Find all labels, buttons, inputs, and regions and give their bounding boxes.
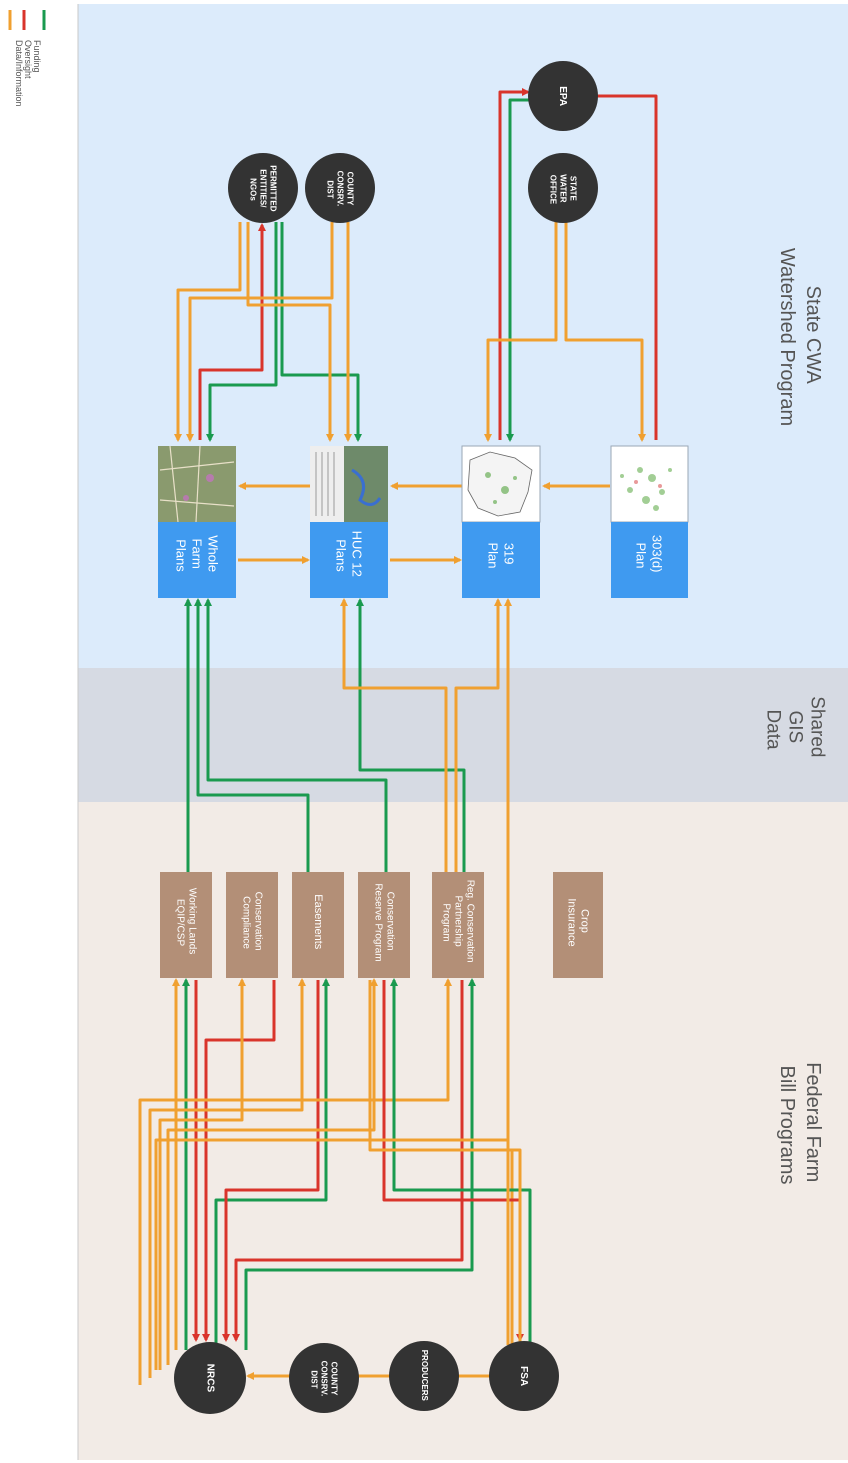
node-permitted-line3: NGOs bbox=[249, 178, 258, 201]
node-fsa[interactable]: FSA bbox=[489, 1341, 559, 1411]
svg-text:Easements: Easements bbox=[312, 894, 324, 950]
plan-303d-map bbox=[611, 446, 688, 522]
program-crop-line2: Insurance bbox=[566, 898, 578, 946]
svg-text:319 Plan: 319 Plan bbox=[486, 542, 517, 568]
node-fsa-line1: FSA bbox=[519, 1366, 530, 1386]
node-swo-line3: OFFICE bbox=[549, 175, 558, 205]
plan-319-line2: Plan bbox=[486, 542, 501, 568]
node-permitted-entities[interactable]: PERMITTED ENTITIES/ NGOs bbox=[228, 153, 298, 223]
node-county-bottom-line2: CONSRV. bbox=[320, 1361, 329, 1397]
plan-303d-line2: Plan bbox=[634, 542, 649, 568]
plan-huc12-line1: HUC 12 bbox=[350, 531, 365, 577]
node-county-bottom-line3: DIST bbox=[310, 1370, 319, 1388]
svg-text:PRODUCERS: PRODUCERS bbox=[420, 1350, 429, 1402]
node-permitted-line2: ENTITIES/ bbox=[259, 169, 268, 208]
svg-text:EPA: EPA bbox=[558, 86, 569, 106]
legend: Funding Oversight Data/Information bbox=[10, 10, 44, 107]
node-producers-line1: PRODUCERS bbox=[420, 1350, 429, 1402]
plan-319-line1: 319 bbox=[502, 543, 517, 565]
node-producers[interactable]: PRODUCERS bbox=[389, 1341, 459, 1411]
region-title-state-line1: State CWA bbox=[802, 286, 824, 385]
program-crp[interactable]: Conservation Reserve Program bbox=[358, 872, 410, 978]
svg-text:NRCS: NRCS bbox=[205, 1364, 216, 1393]
node-county-bottom[interactable]: COUNTY CONSRV. DIST bbox=[289, 1343, 359, 1413]
node-state-water-office[interactable]: STATE WATER OFFICE bbox=[528, 153, 598, 223]
program-crop-insurance[interactable]: Crop Insurance bbox=[553, 872, 603, 978]
region-title-federal-line1: Federal Farm bbox=[802, 1062, 824, 1182]
node-county-top-line1: COUNTY bbox=[346, 172, 355, 206]
node-epa-line1: EPA bbox=[558, 86, 569, 106]
node-swo-line2: WATER bbox=[559, 174, 568, 203]
node-epa[interactable]: EPA bbox=[528, 61, 598, 131]
program-crop-line1: Crop bbox=[579, 909, 591, 933]
region-title-gis-line3: Data bbox=[763, 709, 784, 750]
node-swo-line1: STATE bbox=[569, 176, 578, 202]
plan-303d[interactable]: 303(d) Plan bbox=[611, 446, 688, 598]
program-working-line2: EQIP/CSP bbox=[175, 899, 186, 947]
plan-whole-farm-line3: Plans bbox=[174, 539, 189, 572]
node-county-top[interactable]: COUNTY CONSRV. DIST bbox=[305, 153, 375, 223]
node-nrcs[interactable]: NRCS bbox=[174, 1342, 246, 1414]
program-crp-line2: Reserve Program bbox=[373, 883, 384, 961]
program-rcpp[interactable]: Reg. Conservation Partnership Program bbox=[432, 872, 484, 978]
svg-text:Conservation Compliance: Conservation Compliance bbox=[241, 892, 264, 954]
program-compliance-line1: Conservation bbox=[253, 892, 264, 951]
node-permitted-line1: PERMITTED bbox=[269, 165, 278, 211]
svg-text:Whole Farm Plans: Whole Farm Plans bbox=[174, 535, 221, 575]
node-nrcs-line1: NRCS bbox=[205, 1364, 216, 1393]
node-county-bottom-line1: COUNTY bbox=[330, 1362, 339, 1396]
program-compliance[interactable]: Conservation Compliance bbox=[226, 872, 278, 978]
program-compliance-line2: Compliance bbox=[241, 896, 252, 949]
svg-text:STATE WATER OFFICE: STATE WATER OFFICE bbox=[549, 174, 578, 205]
legend-label-data: Data/Information bbox=[14, 40, 24, 107]
program-working-line1: Working Lands bbox=[187, 888, 198, 955]
plan-303d-label-box bbox=[611, 522, 688, 598]
program-easements[interactable]: Easements bbox=[292, 872, 344, 978]
program-rcpp-line3: Program bbox=[441, 903, 452, 941]
plan-whole-farm-line2: Farm bbox=[190, 539, 205, 569]
program-crp-line1: Conservation bbox=[385, 892, 396, 951]
plan-huc12[interactable]: HUC 12 Plans bbox=[310, 446, 388, 598]
svg-text:FSA: FSA bbox=[519, 1366, 530, 1386]
region-title-state-line2: Watershed Program bbox=[776, 248, 798, 426]
svg-text:Conservation Reserve Pro: Conservation Reserve Program bbox=[373, 883, 396, 961]
plan-huc12-line2: Plans bbox=[334, 539, 349, 572]
program-rcpp-line1: Reg. Conservation bbox=[465, 880, 476, 963]
node-county-top-line2: CONSRV. bbox=[336, 171, 345, 207]
program-rcpp-line2: Partnership bbox=[453, 896, 464, 948]
plan-319[interactable]: 319 Plan bbox=[462, 446, 540, 598]
program-easements-line1: Easements bbox=[312, 894, 324, 950]
plan-303d-line1: 303(d) bbox=[650, 535, 665, 573]
program-working-lands[interactable]: Working Lands EQIP/CSP bbox=[160, 872, 212, 978]
plan-whole-farm-line1: Whole bbox=[206, 535, 221, 572]
region-title-gis-line2: GIS bbox=[785, 710, 806, 743]
region-title-federal-line2: Bill Programs bbox=[776, 1066, 798, 1185]
node-county-top-line3: DIST bbox=[326, 180, 335, 198]
region-title-gis-line1: Shared bbox=[807, 696, 828, 757]
plan-whole-farm[interactable]: Whole Farm Plans bbox=[158, 446, 236, 598]
